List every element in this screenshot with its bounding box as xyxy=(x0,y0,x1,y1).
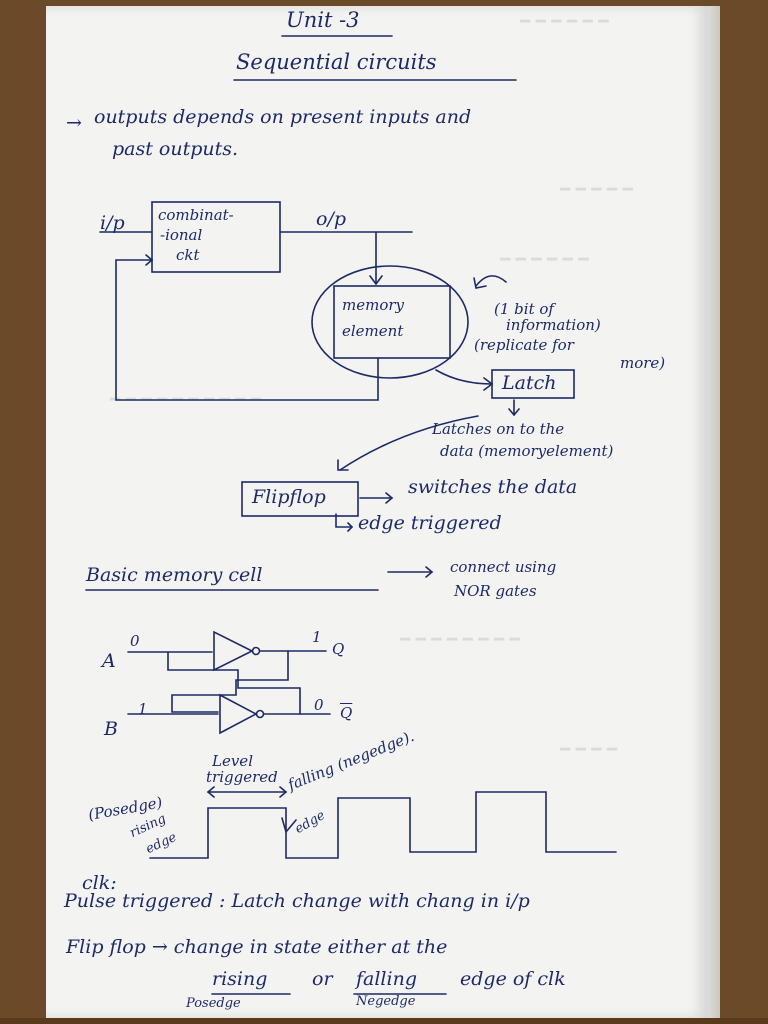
flipflop-note-falling: falling xyxy=(356,968,417,990)
memory-cell-heading: Basic memory cell xyxy=(86,564,263,586)
memory-box xyxy=(333,285,451,359)
memory-cell-arrowhead xyxy=(425,566,434,578)
input-label: i/p xyxy=(100,212,125,234)
gate2-body xyxy=(219,693,258,735)
q-label: Q xyxy=(332,640,345,658)
b-value: 1 xyxy=(138,700,148,718)
bleed-through-mark: ━ ━ ━ ━ ━ ━ ━ ━ xyxy=(400,630,520,650)
flipflop-sub: edge triggered xyxy=(358,512,502,534)
memory-label-1: memory xyxy=(342,296,404,314)
page-title: Unit -3 xyxy=(286,8,360,32)
intro-line-2: past outputs. xyxy=(112,138,239,160)
note-arrowhead xyxy=(473,277,487,289)
latch-label: Latch xyxy=(502,372,557,394)
latch-box xyxy=(491,369,575,399)
input-a-label: A xyxy=(102,650,116,672)
flipflop-curve-head xyxy=(337,459,349,471)
posedge-note: Posedge xyxy=(186,996,241,1011)
input-b-label: B xyxy=(104,718,118,740)
flipflop-note-or: or xyxy=(312,968,333,990)
combinational-box xyxy=(151,201,281,273)
level-span-left xyxy=(206,786,215,798)
cross-wire-1 xyxy=(171,650,289,713)
intro-arrow: → xyxy=(66,112,82,134)
falling-mark xyxy=(281,817,297,834)
page-edge xyxy=(708,6,720,1018)
memory-note-1: (1 bit of xyxy=(494,300,554,318)
output-label: o/p xyxy=(316,208,347,230)
feedback-wire xyxy=(115,259,379,401)
edge-connector xyxy=(335,513,353,528)
q-value: 1 xyxy=(312,628,322,646)
clk-label: clk: xyxy=(82,872,117,894)
notebook-page xyxy=(46,6,708,1018)
flipflop-box xyxy=(241,481,359,517)
clock-waveform xyxy=(149,791,617,859)
level-label-2: triggered xyxy=(206,768,278,786)
feedback-arrow xyxy=(145,254,154,266)
level-label-1: Level xyxy=(212,752,253,770)
intro-line-1: outputs depends on present inputs and xyxy=(94,106,472,128)
latch-arrow xyxy=(435,369,493,385)
flipflop-note-rising: rising xyxy=(212,968,268,990)
combinational-label-1: combinat- xyxy=(158,206,234,224)
latch-desc-1: Latches on to the xyxy=(432,420,565,438)
gate1-body xyxy=(213,630,254,672)
a-value: 0 xyxy=(130,632,140,650)
combinational-label-3: ckt xyxy=(176,246,200,264)
to-memory-arrow xyxy=(369,275,383,286)
page-subtitle: Sequential circuits xyxy=(236,50,437,74)
flipflop-label: Flipflop xyxy=(252,486,326,508)
negedge-note: Negedge xyxy=(356,994,416,1009)
qbar-value: 0 xyxy=(314,696,324,714)
memory-cell-desc-1: connect using xyxy=(450,558,557,576)
flipflop-arrowhead xyxy=(385,492,394,504)
memory-note-2: information) xyxy=(506,316,601,334)
latch-desc-2: data (memoryelement) xyxy=(440,442,614,460)
flipflop-desc: switches the data xyxy=(408,476,578,498)
qbar-label: Q xyxy=(340,704,353,722)
flipflop-curve xyxy=(339,415,479,471)
bleed-through-mark: ━ ━ ━ ━ ━ xyxy=(560,180,633,200)
edge-connector-head xyxy=(347,522,354,532)
flipflop-note-line-1: Flip flop → change in state either at th… xyxy=(66,936,448,958)
level-span-right xyxy=(279,786,288,798)
table-surface xyxy=(0,1018,768,1024)
pulse-note: Pulse triggered : Latch change with chan… xyxy=(64,890,530,912)
cross-wire-2 xyxy=(167,651,301,689)
memory-cell-desc-2: NOR gates xyxy=(454,582,537,600)
memory-note-4: more) xyxy=(620,354,666,372)
memory-note-3: (replicate for xyxy=(474,336,574,354)
bleed-through-mark: ━ ━ ━ ━ ━ ━ xyxy=(520,12,609,32)
bleed-through-mark: ━ ━ ━ ━ xyxy=(560,740,618,760)
bleed-through-mark: ━ ━ ━ ━ ━ ━ xyxy=(500,250,589,270)
memory-label-2: element xyxy=(342,322,404,340)
flipflop-note-rest: edge of clk xyxy=(460,968,566,990)
combinational-label-2: -ional xyxy=(160,226,203,244)
memory-circle xyxy=(311,265,469,379)
latch-down-head xyxy=(508,408,520,417)
note-arrow xyxy=(475,275,507,287)
